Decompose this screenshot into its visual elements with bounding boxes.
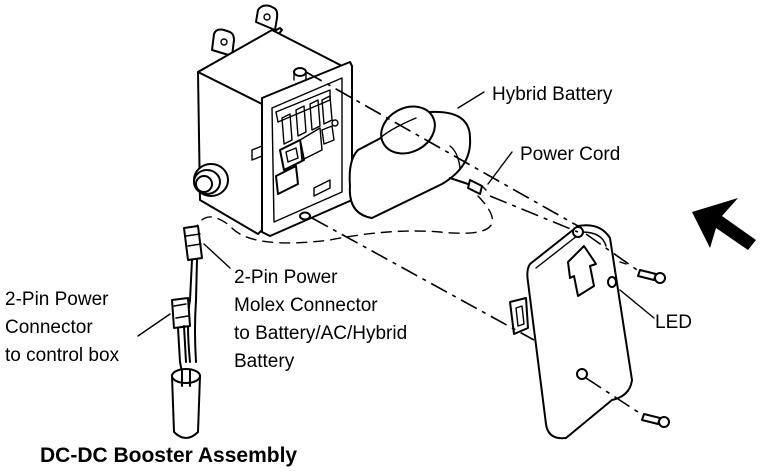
direction-arrow-icon bbox=[692, 198, 756, 250]
label-molex-connector: 2-Pin Power Molex Connector to Battery/A… bbox=[234, 267, 407, 372]
caption-title: DC-DC Booster Assembly bbox=[40, 444, 297, 467]
screw-upper bbox=[637, 269, 666, 284]
label-molex-line4: Battery bbox=[234, 351, 295, 372]
label-2pin-line3: to control box bbox=[5, 345, 120, 366]
label-2pin-line2: Connector bbox=[5, 317, 93, 338]
screw-lower bbox=[641, 413, 670, 428]
hybrid-battery bbox=[348, 105, 487, 219]
dc-dc-booster-assembly bbox=[171, 225, 203, 439]
label-hybrid-battery: Hybrid Battery bbox=[492, 84, 613, 105]
label-power-cord: Power Cord bbox=[520, 144, 620, 165]
alignment-lines bbox=[305, 71, 645, 417]
label-2pin-line1: 2-Pin Power bbox=[5, 289, 109, 310]
label-2-pin-power-connector: 2-Pin Power Connector to control box bbox=[5, 289, 120, 366]
power-cord-path bbox=[194, 195, 494, 244]
label-molex-line3: to Battery/AC/Hybrid bbox=[234, 323, 407, 344]
leader-lines bbox=[137, 91, 655, 337]
label-molex-line2: Molex Connector bbox=[234, 295, 378, 316]
cover-plate bbox=[509, 224, 633, 440]
label-led: LED bbox=[655, 312, 692, 333]
control-box-housing bbox=[193, 4, 353, 237]
label-molex-line1: 2-Pin Power bbox=[234, 267, 338, 288]
